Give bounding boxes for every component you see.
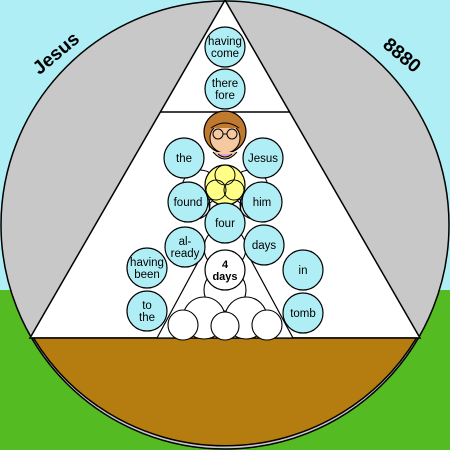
word-text: in — [299, 265, 308, 277]
word-text: ready — [171, 248, 200, 260]
word-text: four — [215, 218, 235, 230]
word-circle — [163, 137, 205, 179]
word-found: found — [167, 181, 209, 223]
word-circle — [204, 249, 246, 291]
word-text: Jesus — [248, 153, 278, 165]
word-text: to — [142, 300, 152, 312]
word-circle — [282, 249, 324, 291]
word-tomb: tomb — [282, 292, 324, 334]
ground-segment — [32, 337, 418, 447]
word-circle — [204, 68, 246, 110]
word-text: the — [139, 312, 155, 324]
word-text: days — [212, 271, 237, 283]
word-text: having — [130, 257, 164, 269]
word-text: there — [212, 78, 238, 90]
word-circle — [126, 247, 168, 289]
word-jesus: Jesus — [242, 137, 284, 179]
word-text: him — [253, 197, 272, 209]
tomb-circle — [167, 309, 199, 341]
head-figure — [203, 110, 247, 160]
word-circle — [204, 202, 246, 244]
word-circle — [243, 224, 285, 266]
word-circle — [164, 226, 206, 268]
word-text: having — [208, 36, 242, 48]
word-text: come — [211, 48, 239, 60]
word-days: days — [243, 224, 285, 266]
word-text: the — [176, 153, 192, 165]
word-circle — [242, 137, 284, 179]
word-circle — [282, 292, 324, 334]
word-already: al-ready — [164, 226, 206, 268]
word-text: al- — [179, 236, 192, 248]
word-text: fore — [215, 90, 235, 102]
word-circle — [167, 181, 209, 223]
word-four: four — [204, 202, 246, 244]
word-circle — [241, 181, 283, 223]
word-him: him — [241, 181, 283, 223]
tomb-circle — [251, 309, 283, 341]
word-text: tomb — [290, 308, 316, 320]
word-circle — [126, 290, 168, 332]
word-the: the — [163, 137, 205, 179]
word-text: 4 — [222, 259, 229, 271]
word-in: in — [282, 249, 324, 291]
word-text: found — [174, 197, 203, 209]
tomb-circle — [210, 311, 240, 341]
word-text: been — [134, 269, 160, 281]
word-text: days — [252, 240, 277, 252]
word-circle — [204, 26, 246, 68]
central-trefoil — [204, 164, 246, 206]
